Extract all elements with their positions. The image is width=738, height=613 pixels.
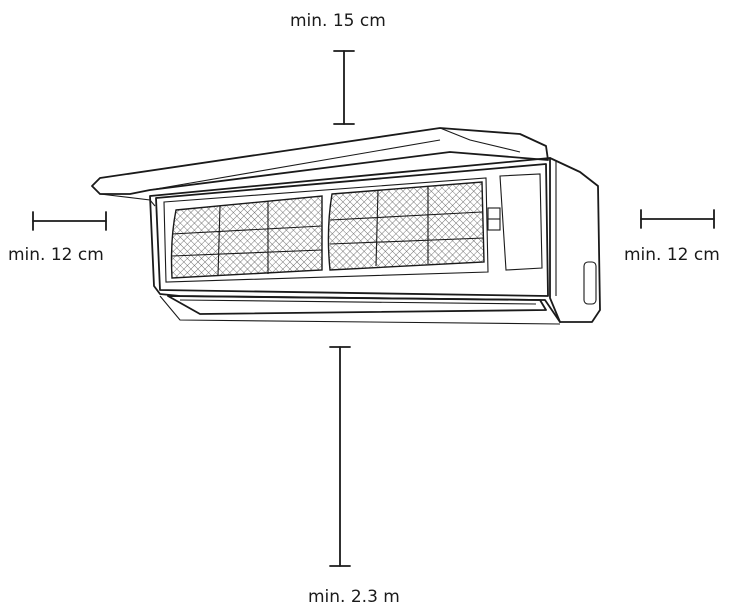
clearance-bottom-marker [329,346,351,567]
clearance-left-label: min. 12 cm [8,245,104,265]
clearance-bottom-label: min. 2.3 m [308,587,400,607]
clearance-left-marker [32,211,107,231]
clearance-top-label: min. 15 cm [290,11,386,31]
clearance-right-label: min. 12 cm [624,245,720,265]
air-conditioner-indoor-unit-icon [91,127,601,325]
clearance-right-marker [640,209,715,229]
clearance-top-marker [333,50,355,125]
